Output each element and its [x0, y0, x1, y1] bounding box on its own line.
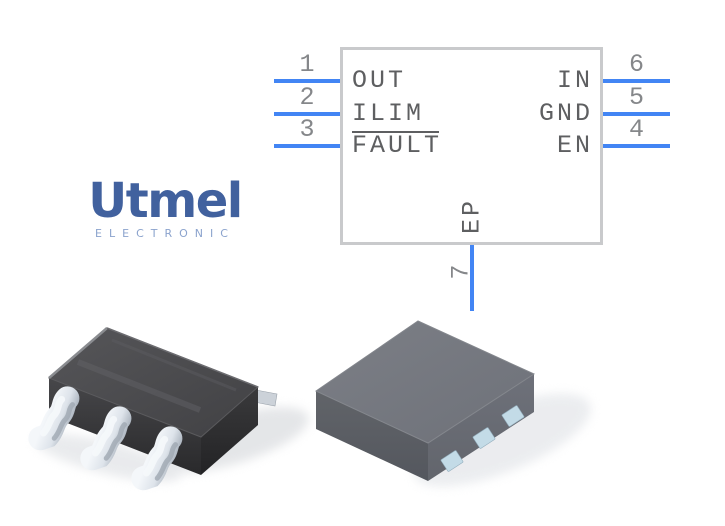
pin-label-in: IN — [556, 66, 593, 95]
dfn-front-face — [316, 391, 428, 481]
dfn-pad-3 — [501, 405, 525, 427]
pin-4-wire — [603, 144, 670, 148]
sot23-sheen — [76, 359, 202, 413]
sot23-right-face — [201, 387, 258, 475]
pin-7-number: 7 — [446, 264, 476, 280]
pin-label-en: EN — [556, 131, 593, 160]
pin-6-wire — [603, 79, 670, 83]
pin-label-gnd: GND — [538, 99, 593, 128]
sot23-top-edge — [106, 327, 259, 388]
pin-7-wire — [470, 245, 474, 311]
pin-label-out: OUT — [352, 66, 407, 95]
pin-6-number: 6 — [628, 50, 644, 79]
dfn-pad-1 — [440, 450, 464, 472]
pin-1-wire — [274, 79, 340, 83]
pin-5-wire — [603, 112, 670, 116]
sot23-bevel-edge — [48, 327, 108, 379]
pin-5-number: 5 — [628, 83, 644, 112]
sot23-lead-1 — [28, 386, 80, 451]
utmel-logo-subtitle: ELECTRONIC — [95, 227, 235, 240]
sot23-sheen — [111, 338, 237, 392]
pin-4-number: 4 — [628, 115, 644, 144]
utmel-logo: Utmel ELECTRONIC — [74, 176, 256, 240]
pin-3-wire — [274, 144, 340, 148]
utmel-logo-wordmark: Utmel — [88, 173, 243, 229]
pin-label-ep: EP — [457, 197, 487, 235]
dfn-top-face — [314, 320, 536, 444]
dfn-package-render — [314, 320, 591, 487]
pin-label-fault: FAULT — [352, 131, 443, 160]
symbol-outline — [340, 47, 603, 245]
sot23-package-render — [28, 327, 309, 491]
pin-2-number: 2 — [299, 83, 315, 112]
pin-label-ilim: ILIM — [352, 99, 425, 128]
sot23-lead-3 — [131, 426, 183, 491]
pin-1-number: 1 — [299, 50, 315, 79]
pin-3-number: 3 — [299, 115, 315, 144]
pin-2-wire — [274, 112, 340, 116]
dfn-pad-2 — [472, 427, 496, 449]
sot23-lead-2 — [80, 406, 132, 471]
